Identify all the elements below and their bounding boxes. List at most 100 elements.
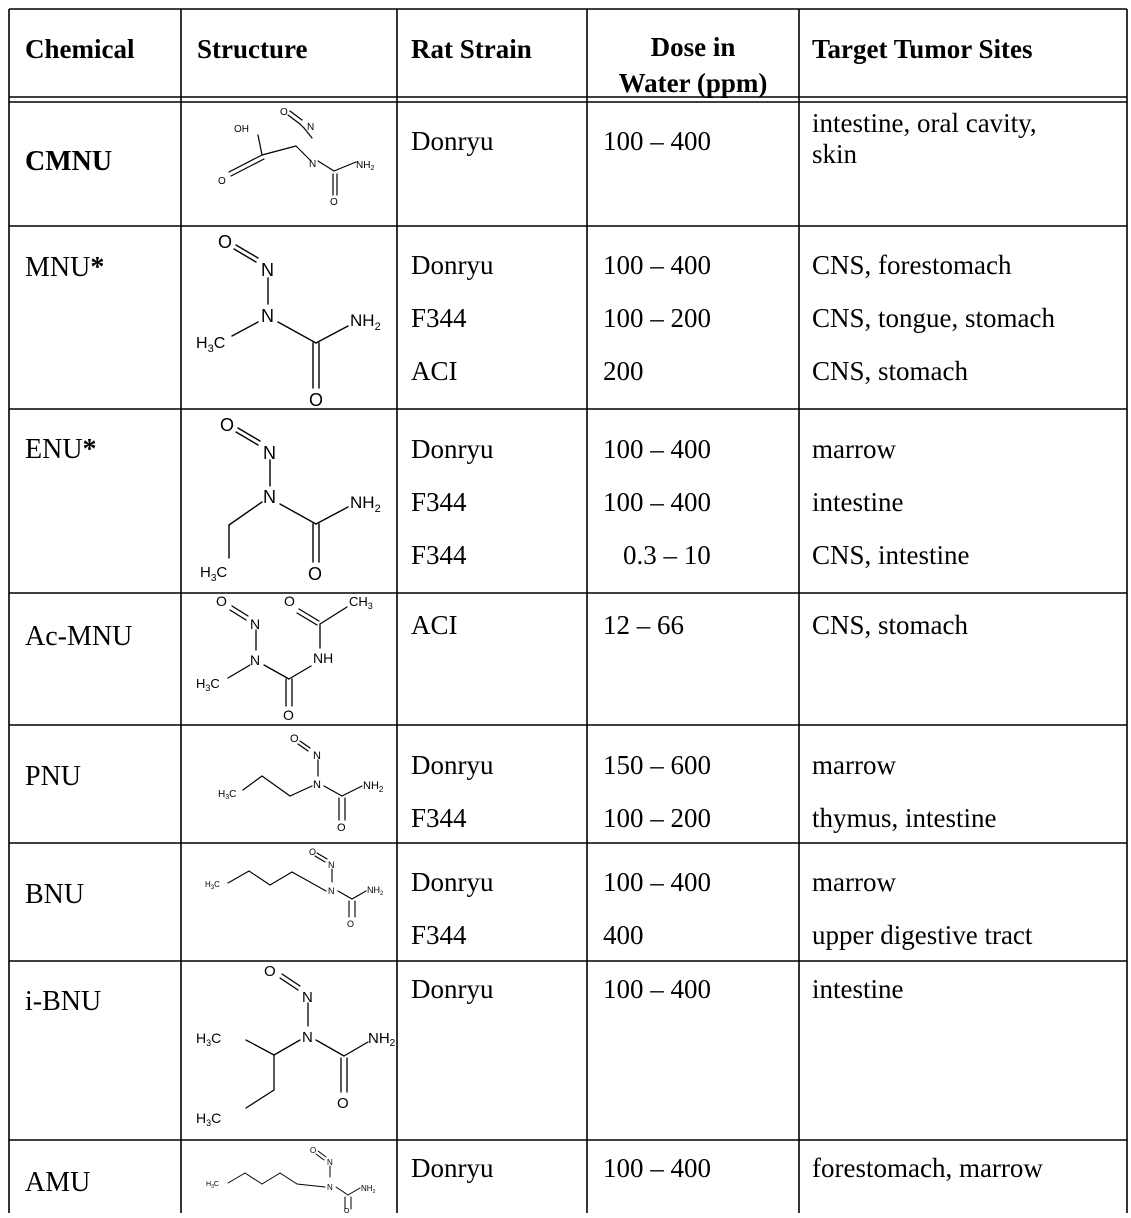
atom-label: N — [327, 1183, 333, 1192]
bnu-structure: O N N H3C NH2 O — [205, 847, 384, 929]
table-row: BNU Donryu 100 – 400 marrow F344 400 upp… — [25, 867, 1033, 950]
atom-label: CH3 — [349, 594, 373, 611]
atom-label: O — [284, 593, 295, 609]
target-sites: CNS, stomach — [812, 356, 969, 386]
chemical-name: i-BNU — [25, 986, 101, 1017]
target-sites: CNS, tongue, stomach — [812, 303, 1055, 333]
atom-label: N — [313, 750, 321, 762]
header-structure: Structure — [197, 34, 307, 64]
table-row: i-BNU Donryu 100 – 400 intestine — [25, 974, 903, 1017]
atom-label: H3C — [196, 335, 225, 355]
atom-label: O — [344, 1208, 350, 1213]
header-target-sites: Target Tumor Sites — [812, 34, 1033, 64]
atom-label: H3C — [218, 789, 236, 801]
atom-label: N — [328, 860, 335, 870]
atom-label: H3C — [196, 1030, 221, 1048]
atom-label: O — [216, 593, 227, 609]
target-sites: marrow — [812, 750, 896, 780]
rat-strain: ACI — [411, 356, 458, 386]
atom-label: H3C — [196, 1110, 221, 1128]
i-bnu-structure: O N N H3C NH2 O H3C — [196, 963, 396, 1128]
atom-label: NH — [313, 650, 333, 666]
atom-label: O — [283, 707, 294, 723]
atom-label: H3C — [196, 676, 220, 693]
atom-label: O — [309, 390, 323, 410]
target-sites: CNS, intestine — [812, 540, 970, 570]
rat-strain: Donryu — [411, 250, 494, 280]
table-row: MNU* Donryu 100 – 400 CNS, forestomach F… — [25, 250, 1055, 386]
target-sites: marrow — [812, 867, 896, 897]
table-row: AMU Donryu 100 – 400 forestomach, marrow — [25, 1153, 1043, 1198]
dose-range: 400 — [603, 920, 644, 950]
dose-range: 100 – 400 — [603, 867, 711, 897]
ac-mnu-structure: O N N H3C O NH O CH3 — [196, 593, 373, 723]
rat-strain: Donryu — [411, 750, 494, 780]
mnu-structure: O N N H3C NH2 O — [196, 232, 381, 410]
atom-label: N — [327, 1158, 333, 1167]
rat-strain: F344 — [411, 803, 467, 833]
header-chemical: Chemical — [25, 34, 135, 64]
rat-strain: ACI — [411, 610, 458, 640]
table-header: Chemical Structure Rat Strain Dose in Wa… — [25, 32, 1033, 98]
dose-range: 100 – 400 — [603, 250, 711, 280]
atom-label: O — [330, 197, 338, 208]
dose-range: 100 – 400 — [603, 434, 711, 464]
chemical-name: CMNU — [25, 146, 112, 177]
atom-label: N — [309, 159, 316, 170]
table-row: Ac-MNU ACI 12 – 66 CNS, stomach — [25, 610, 969, 652]
dose-range: 0.3 – 10 — [623, 540, 711, 570]
target-sites: thymus, intestine — [812, 803, 997, 833]
dose-range: 100 – 400 — [603, 1153, 711, 1183]
atom-label: H3C — [200, 564, 227, 584]
rat-strain: F344 — [411, 540, 467, 570]
target-sites: intestine — [812, 974, 903, 1004]
target-sites: upper digestive tract — [812, 920, 1033, 950]
atom-label: O — [218, 232, 232, 252]
chemical-name: BNU — [25, 879, 84, 910]
atom-label: N — [261, 306, 274, 326]
target-sites: CNS, stomach — [812, 610, 969, 640]
amu-structure: O N N H3C NH2 O — [206, 1146, 376, 1215]
rat-strain: F344 — [411, 487, 467, 517]
target-sites: intestine — [812, 487, 903, 517]
atom-label: N — [263, 487, 276, 507]
header-dose-line2: Water (ppm) — [619, 68, 768, 98]
table-row: ENU* Donryu 100 – 400 marrow F344 100 – … — [25, 434, 970, 570]
rat-strain: Donryu — [411, 1153, 494, 1183]
atom-label: NH2 — [363, 780, 384, 794]
atom-label: N — [328, 886, 335, 896]
target-sites: CNS, forestomach — [812, 250, 1012, 280]
atom-label: N — [250, 652, 260, 668]
atom-label: NH2 — [368, 1030, 396, 1049]
chemical-name: Ac-MNU — [25, 621, 132, 652]
atom-label: NH2 — [367, 885, 384, 897]
atom-label: O — [290, 733, 299, 745]
atom-label: H3C — [205, 880, 220, 891]
dose-range: 100 – 400 — [603, 487, 711, 517]
atom-label: N — [250, 616, 260, 632]
atom-label: O — [347, 919, 354, 929]
dose-range: 200 — [603, 356, 644, 386]
target-sites: intestine, oral cavity, — [812, 108, 1037, 138]
dose-range: 100 – 400 — [603, 974, 711, 1004]
atom-label: N — [302, 1029, 313, 1046]
target-sites: marrow — [812, 434, 896, 464]
atom-label: N — [313, 779, 321, 791]
chemical-name: ENU* — [25, 434, 97, 465]
atom-label: O — [264, 963, 276, 980]
atom-label: N — [307, 122, 314, 133]
enu-structure: O N N NH2 H3C O — [200, 415, 381, 584]
header-dose-line1: Dose in — [651, 32, 736, 62]
chemical-name: PNU — [25, 761, 81, 792]
dose-range: 12 – 66 — [603, 610, 684, 640]
rat-strain: Donryu — [411, 974, 494, 1004]
rat-strain: Donryu — [411, 434, 494, 464]
atom-label: NH2 — [350, 493, 381, 515]
table-grid — [8, 8, 1128, 1213]
atom-label: OH — [234, 124, 249, 135]
atom-label: NH2 — [350, 311, 381, 333]
rat-strain: Donryu — [411, 126, 494, 156]
cmnu-structure: OH O O N N NH2 O — [218, 107, 374, 208]
target-sites: forestomach, marrow — [812, 1153, 1043, 1183]
